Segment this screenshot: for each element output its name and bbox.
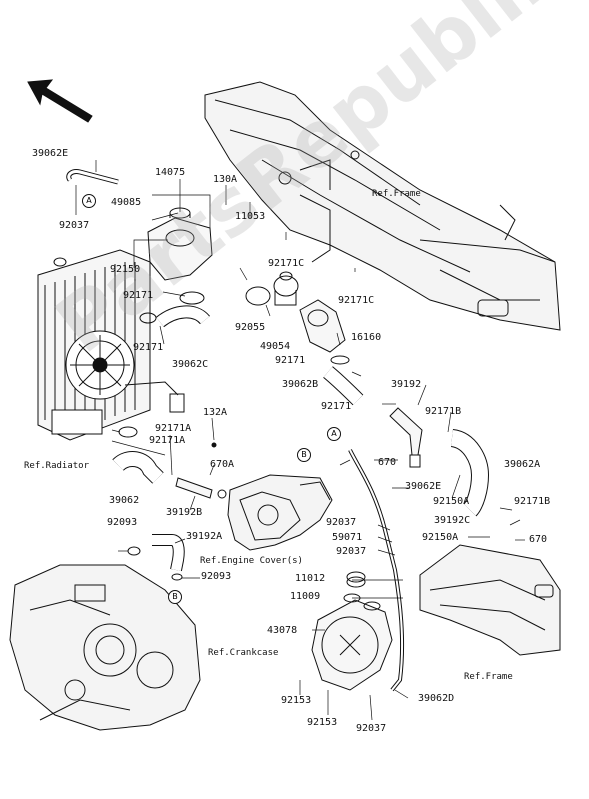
part-label-39192B: 39192B xyxy=(166,507,203,518)
marker-b-pipe: B xyxy=(168,590,182,604)
part-label-59071: 59071 xyxy=(332,532,363,543)
part-label-11053: 11053 xyxy=(235,211,266,222)
part-label-39062E-top: 39062E xyxy=(32,148,69,159)
ref-label-engine-cover: Ref.Engine Cover(s) xyxy=(200,556,303,566)
part-label-670A: 670A xyxy=(210,459,235,470)
part-label-92171-3: 92171 xyxy=(275,355,306,366)
ref-label-radiator: Ref.Radiator xyxy=(24,461,90,471)
part-label-49054: 49054 xyxy=(260,341,291,352)
part-label-43078: 43078 xyxy=(267,625,298,636)
part-label-92171C-2: 92171C xyxy=(338,295,375,306)
part-label-92150A-1: 92150A xyxy=(433,496,470,507)
part-label-92037-mid1: 92037 xyxy=(326,517,357,528)
part-label-92171-2: 92171 xyxy=(133,342,164,353)
part-label-14075: 14075 xyxy=(155,167,186,178)
part-label-92055: 92055 xyxy=(235,322,266,333)
part-label-39192C: 39192C xyxy=(434,515,471,526)
part-label-92153-2: 92153 xyxy=(307,717,338,728)
part-label-16160: 16160 xyxy=(351,332,382,343)
part-label-39062B: 39062B xyxy=(282,379,319,390)
crankcase-drawing xyxy=(9,564,201,731)
ref-label-frame-upper: Ref.Frame xyxy=(372,189,421,199)
part-label-39192A: 39192A xyxy=(186,531,223,542)
part-label-39062A: 39062A xyxy=(504,459,541,470)
marker-a-top: A xyxy=(82,194,96,208)
part-label-92150: 92150 xyxy=(110,264,141,275)
marker-b-engine-cover: B xyxy=(297,448,311,462)
part-label-670-2: 670 xyxy=(529,534,548,545)
part-label-11012: 11012 xyxy=(295,573,326,584)
engine-cover-drawing xyxy=(227,474,333,551)
part-label-92171-4: 92171 xyxy=(321,401,352,412)
part-label-92171-1: 92171 xyxy=(123,290,154,301)
part-label-92150A-2: 92150A xyxy=(422,532,459,543)
part-label-39062: 39062 xyxy=(109,495,140,506)
part-label-92153-1: 92153 xyxy=(281,695,312,706)
part-label-92037-mid2: 92037 xyxy=(336,546,367,557)
part-label-39062E-mid: 39062E xyxy=(405,481,442,492)
marker-a-mid: A xyxy=(327,427,341,441)
part-label-39062C: 39062C xyxy=(172,359,209,370)
part-label-92171B-1: 92171B xyxy=(425,406,462,417)
part-label-92171A-2: 92171A xyxy=(149,435,186,446)
part-label-92037-top: 92037 xyxy=(59,220,90,231)
part-label-92093-1: 92093 xyxy=(107,517,138,528)
radiator-drawing xyxy=(37,249,185,441)
part-label-39192: 39192 xyxy=(391,379,422,390)
ref-label-frame-lower: Ref.Frame xyxy=(464,672,513,682)
water-pump-drawing xyxy=(311,571,393,691)
part-label-92093-2: 92093 xyxy=(201,571,232,582)
part-label-132A: 132A xyxy=(203,407,228,418)
part-label-39062D: 39062D xyxy=(418,693,455,704)
part-label-670-1: 670 xyxy=(378,457,397,468)
part-label-92171B-2: 92171B xyxy=(514,496,551,507)
frame-lower-drawing xyxy=(419,544,561,656)
part-label-11009: 11009 xyxy=(290,591,321,602)
part-label-130A: 130A xyxy=(213,174,238,185)
part-label-49085: 49085 xyxy=(111,197,142,208)
part-label-92171A-1: 92171A xyxy=(155,423,192,434)
part-label-92171C-1: 92171C xyxy=(268,258,305,269)
front-direction-arrow-icon xyxy=(27,79,93,123)
frame-upper-drawing xyxy=(204,81,561,331)
part-label-92037-bot: 92037 xyxy=(356,723,387,734)
ref-label-crankcase: Ref.Crankcase xyxy=(208,648,279,658)
leader-lines xyxy=(75,160,525,721)
